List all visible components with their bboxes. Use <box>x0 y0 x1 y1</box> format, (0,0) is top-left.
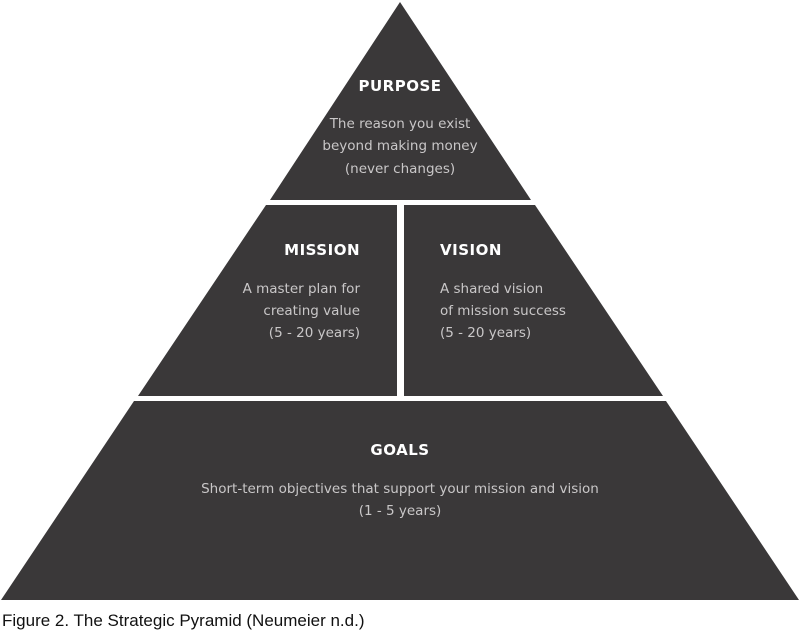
purpose-line-3: (never changes) <box>345 161 455 177</box>
goals-line-2: (1 - 5 years) <box>359 503 442 519</box>
purpose-line-2: beyond making money <box>322 138 477 154</box>
purpose-line-1: The reason you exist <box>329 116 471 132</box>
strategic-pyramid: PURPOSE The reason you exist beyond maki… <box>1 2 799 600</box>
mission-line-1: A master plan for <box>243 281 361 297</box>
purpose-tier <box>270 2 531 200</box>
mission-line-2: creating value <box>263 303 360 319</box>
vision-tier <box>404 205 663 396</box>
vision-line-1: A shared vision <box>440 281 543 297</box>
vision-title: VISION <box>440 241 502 259</box>
vision-line-2: of mission success <box>440 303 566 319</box>
figure-caption: Figure 2. The Strategic Pyramid (Neumeie… <box>2 611 365 630</box>
vision-line-3: (5 - 20 years) <box>440 325 531 341</box>
mission-tier <box>138 205 397 396</box>
goals-title: GOALS <box>370 441 429 459</box>
goals-line-1: Short-term objectives that support your … <box>201 481 599 497</box>
purpose-title: PURPOSE <box>358 77 441 95</box>
mission-line-3: (5 - 20 years) <box>269 325 360 341</box>
goals-tier <box>1 401 799 600</box>
mission-title: MISSION <box>284 241 360 259</box>
